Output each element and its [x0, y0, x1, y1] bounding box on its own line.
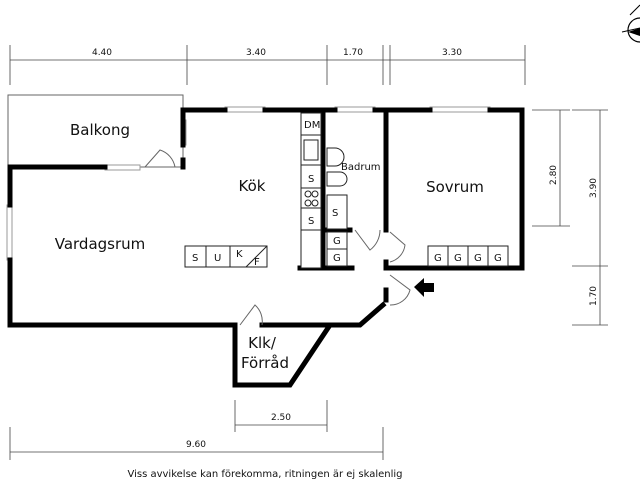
disclaimer-caption: Viss avvikelse kan förekomma, ritningen …	[127, 469, 402, 480]
doors	[144, 149, 411, 326]
window	[334, 106, 376, 113]
dishwasher-label: DM	[304, 120, 320, 131]
unit-label: F	[254, 257, 260, 268]
living-units: S U K F	[184, 245, 268, 268]
dim-top-2: 3.40	[246, 48, 266, 58]
dim-top-4: 3.30	[442, 48, 462, 58]
window	[6, 204, 13, 261]
bedroom-wardrobes: G G G G	[427, 245, 509, 267]
top-dimensions: 4.40 3.40 1.70 3.30	[9, 45, 526, 85]
dim-total: 9.60	[186, 440, 206, 450]
unit-label: S	[192, 253, 198, 264]
bath-wardrobe-label: G	[333, 253, 341, 264]
dim-top-3: 1.70	[343, 48, 363, 58]
room-label-balcony: Balkong	[70, 121, 130, 139]
dim-top-1: 4.40	[92, 48, 112, 58]
dim-right-outer-top: 3.90	[589, 178, 599, 198]
room-label-storage-2: Förråd	[241, 354, 289, 372]
right-dimensions: 2.80 3.90 1.70	[532, 109, 608, 326]
wardrobe-label: G	[434, 253, 442, 264]
wardrobe-label: G	[454, 253, 462, 264]
room-label-kitchen: Kök	[239, 177, 266, 195]
unit-label: U	[214, 253, 221, 264]
unit-label: K	[236, 249, 243, 260]
dim-right-inner: 2.80	[549, 165, 559, 185]
window	[224, 106, 266, 113]
walls	[7, 107, 525, 388]
wardrobe-label: G	[474, 253, 482, 264]
room-label-bedroom: Sovrum	[426, 178, 484, 196]
room-label-bathroom: Badrum	[341, 162, 381, 173]
dim-storage: 2.50	[271, 413, 291, 423]
bathroom-fixtures: S G G	[326, 147, 348, 267]
dim-right-outer-bottom: 1.70	[589, 286, 599, 306]
wardrobe-label: G	[494, 253, 502, 264]
kitchen-cabinet-label: S	[308, 216, 314, 227]
bath-wardrobe-label: G	[333, 236, 341, 247]
window	[429, 106, 491, 113]
compass-icon	[621, 4, 640, 43]
room-label-storage: Klk/	[248, 334, 277, 352]
bottom-dimensions: 2.50 9.60	[9, 400, 384, 460]
kitchen-counter: DM S S	[300, 112, 322, 269]
room-label-living-room: Vardagsrum	[55, 235, 146, 253]
window	[104, 164, 141, 171]
bath-cabinet-label: S	[332, 208, 338, 219]
entrance-arrow-icon	[414, 278, 434, 297]
kitchen-cabinet-label: S	[308, 174, 314, 185]
